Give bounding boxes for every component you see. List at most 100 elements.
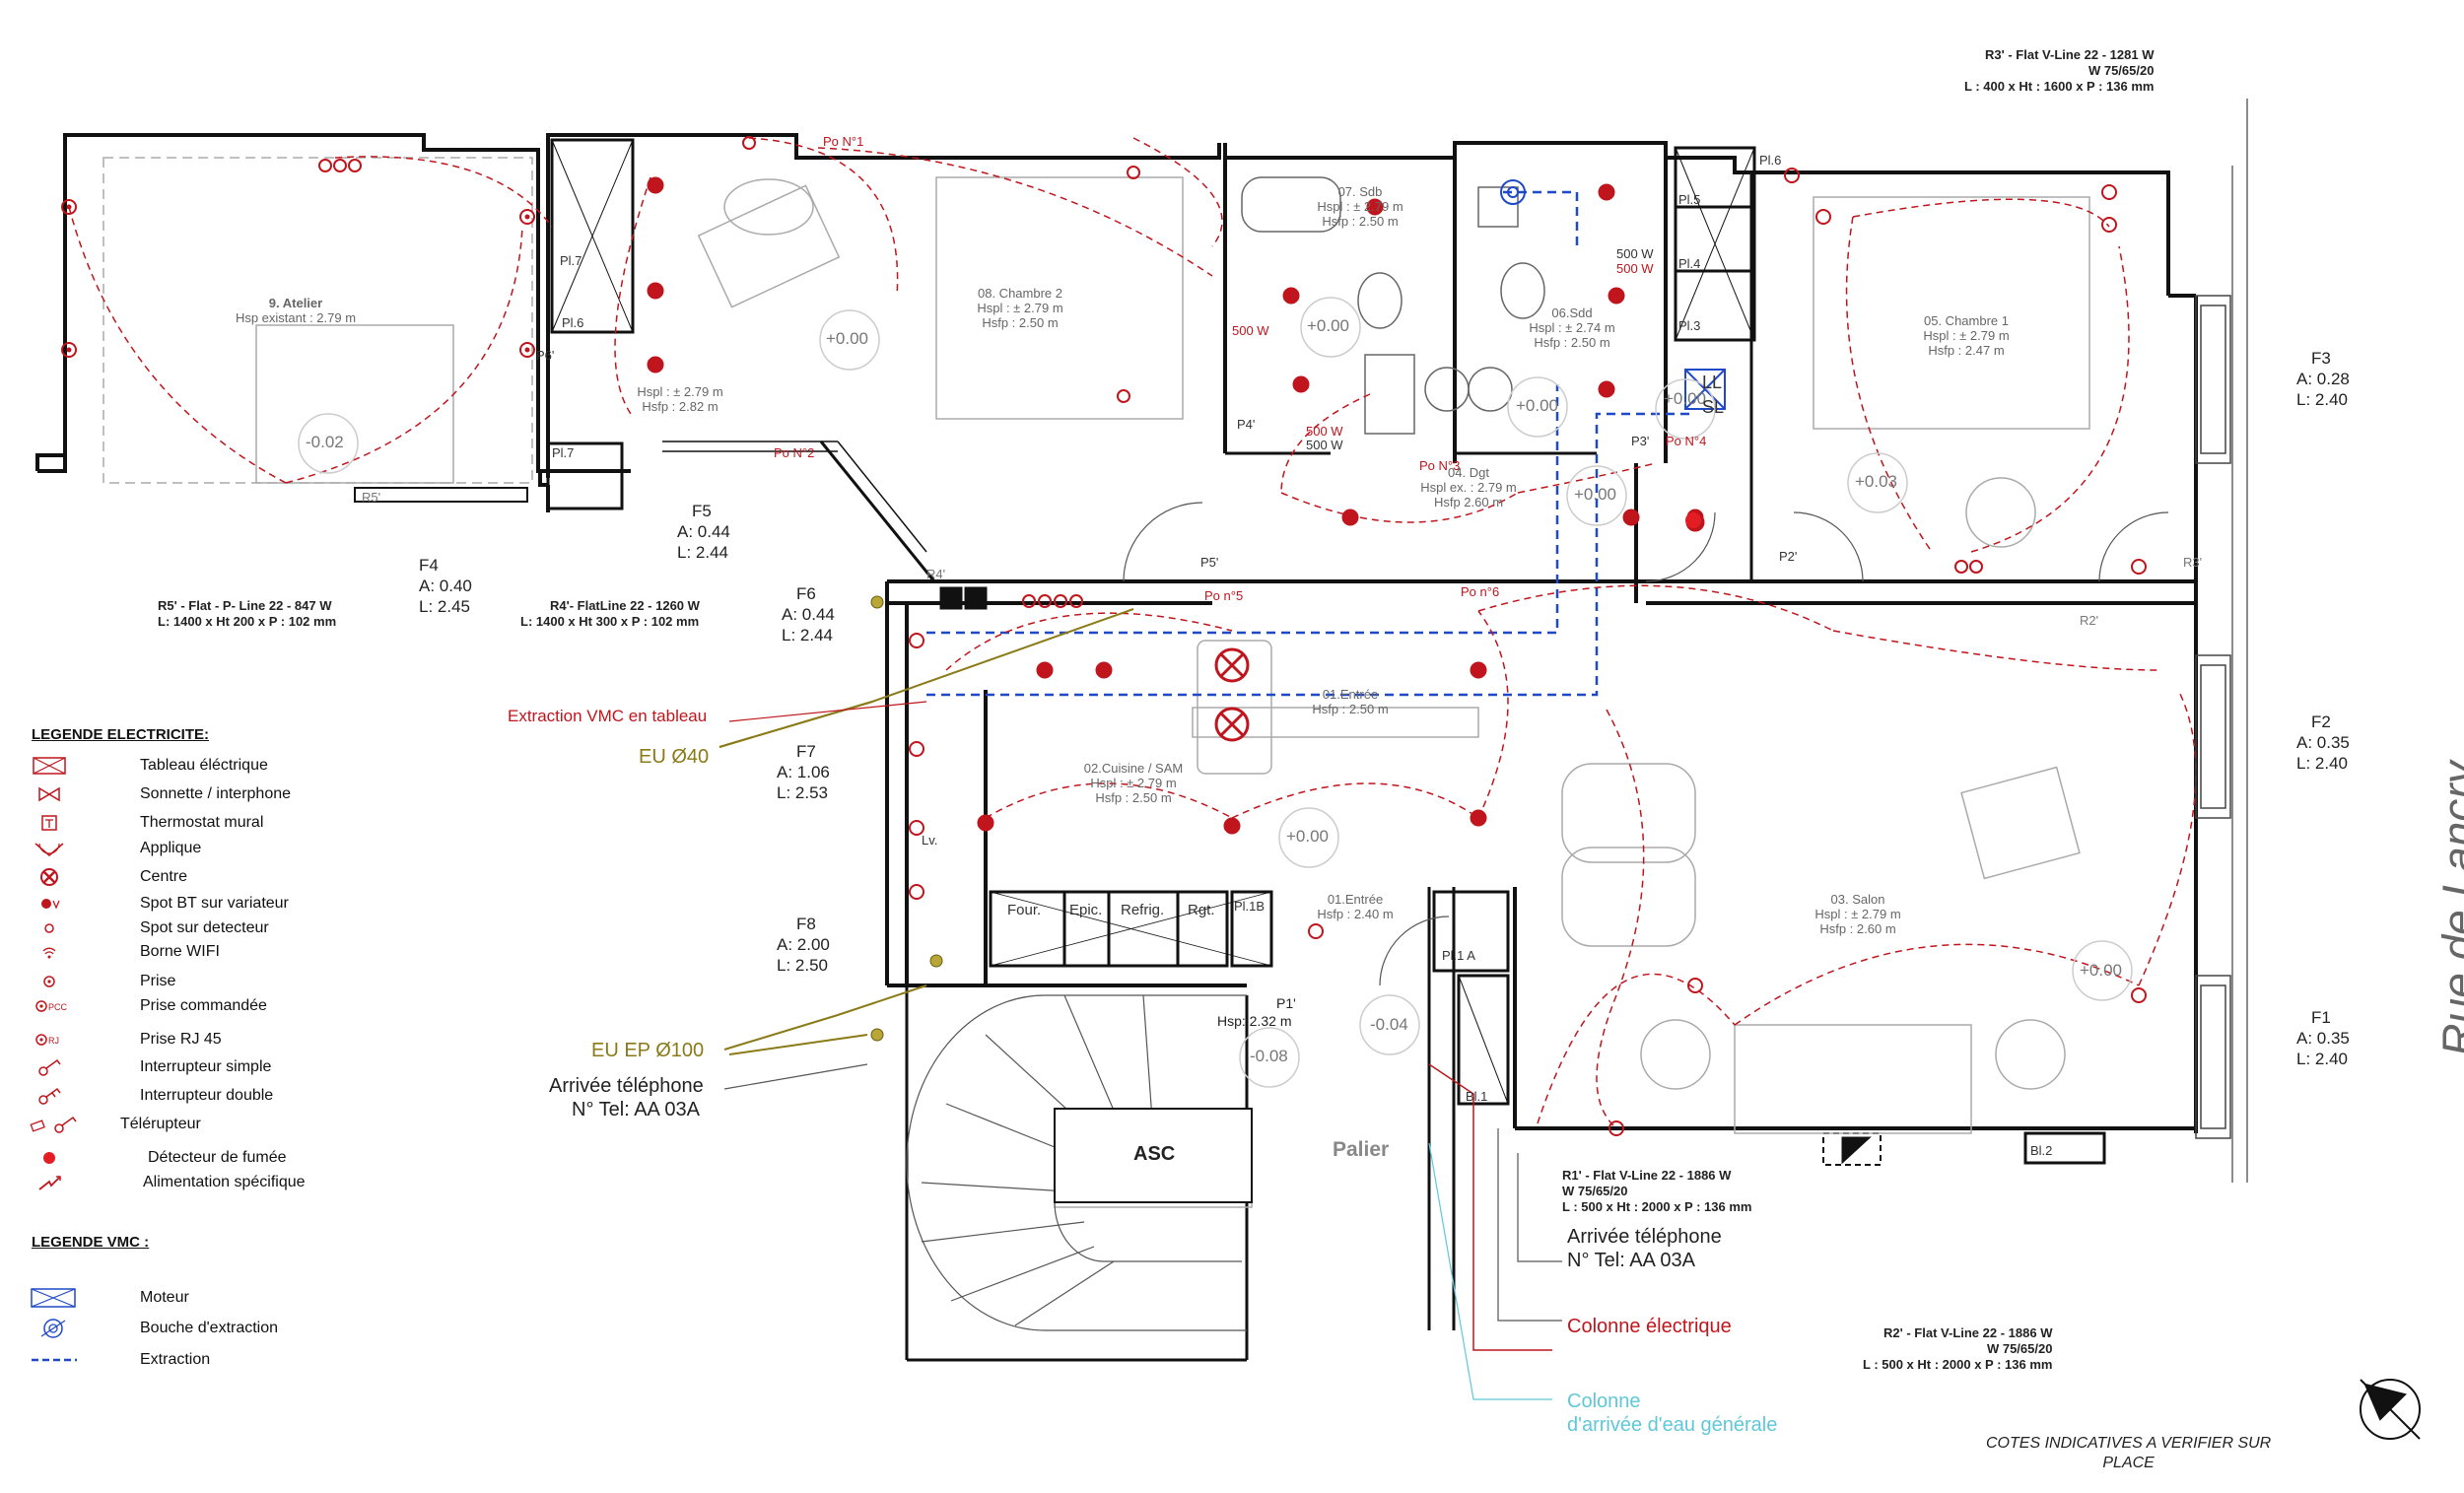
legend-item-spot-detecteur: Spot sur detecteur xyxy=(30,916,269,941)
tel-1-line2: N° Tel: AA 03A xyxy=(572,1099,700,1120)
legend-item-extraction: Extraction xyxy=(30,1347,210,1373)
fixture-sl: SL xyxy=(1702,397,1725,417)
room-name: 03. Salon xyxy=(1830,892,1885,907)
room-height-fp: Hsfp : 2.47 m xyxy=(1928,343,2005,358)
room-sdd: 06.Sdd Hspl : ± 2.74 m Hsfp : 2.50 m xyxy=(1513,305,1631,350)
legend-label: Spot BT sur variateur xyxy=(140,895,289,912)
hsp-line1: Hspl : ± 2.79 m xyxy=(637,384,723,399)
facade-windows xyxy=(2195,99,2248,1183)
diagonal-wall xyxy=(662,441,936,582)
callout-colonne-electrique: Colonne électrique xyxy=(1567,1316,1732,1337)
room-height: Hspl : ± 2.79 m xyxy=(1090,776,1177,790)
window-id: F4 xyxy=(419,556,439,575)
window-id: F3 xyxy=(2311,349,2331,368)
window-area: A: 0.44 xyxy=(782,605,835,624)
prise-commandee-icon: PCC xyxy=(30,995,89,1017)
legend-label: Prise RJ 45 xyxy=(140,1031,222,1048)
legend-label: Sonnette / interphone xyxy=(140,785,292,802)
power-500w-d: 500 W xyxy=(1306,424,1343,439)
callout-telephone-1: Arrivée téléphone N° Tel: AA 03A xyxy=(549,1074,704,1121)
room-name: 08. Chambre 2 xyxy=(978,286,1062,301)
window-f6: F6 A: 0.44 L: 2.44 xyxy=(782,583,835,645)
legend-label: Tableau éléctrique xyxy=(140,757,268,774)
window-length: L: 2.44 xyxy=(677,543,728,562)
room-name: 07. Sdb xyxy=(1337,184,1383,199)
telerupteur-icon xyxy=(30,1114,89,1135)
legend-label: Détecteur de fumée xyxy=(148,1149,287,1166)
elevator-label: ASC xyxy=(1133,1143,1176,1165)
legend-item-wifi: Borne WIFI xyxy=(30,939,220,965)
alimentation-icon xyxy=(30,1172,89,1193)
smoke-detector-icon xyxy=(1685,512,1701,528)
ochre-markers xyxy=(870,595,943,1042)
level-chambre-1: +0.03 xyxy=(1855,472,1898,491)
radiator-r4-label: R4'- FlatLine 22 - 1260 W L: 1400 x Ht 3… xyxy=(520,598,700,630)
window-area: A: 2.00 xyxy=(777,935,830,954)
room-height: Hspl : ± 2.79 m xyxy=(1317,199,1403,214)
room-dgt: 04. Dgt Hspl ex. : 2.79 m Hsfp 2.60 m xyxy=(1400,465,1538,509)
legend-item-thermostat: Thermostat mural xyxy=(30,810,263,836)
prise-rj45-icon: RJ xyxy=(30,1029,89,1051)
room-height-fp: Hsfp : 2.50 m xyxy=(1312,702,1389,716)
fixture-p2: P2' xyxy=(1779,549,1798,564)
fixture-pl6-a: Pl.6 xyxy=(562,315,584,330)
fixture-lv: Lv. xyxy=(922,833,938,848)
legend-item-detecteur-fumee: Détecteur de fumée xyxy=(30,1145,287,1171)
tel-2-line1: Arrivée téléphone xyxy=(1567,1226,1722,1248)
legend-label: Extraction xyxy=(140,1351,211,1368)
legend-electricite-title: LEGENDE ELECTRICITE: xyxy=(32,726,210,743)
power-500w-e: 500 W xyxy=(1306,438,1343,452)
callout-colonne-eau: Colonne d'arrivée d'eau générale xyxy=(1567,1390,1777,1437)
thermostat-icon xyxy=(30,812,89,834)
window-length: L: 2.40 xyxy=(2296,1050,2348,1068)
window-area: A: 0.44 xyxy=(677,522,730,541)
fixture-bl1: Bl.1 xyxy=(1466,1089,1488,1104)
wifi-icon xyxy=(30,941,89,963)
svg-text:PCC: PCC xyxy=(48,1002,68,1012)
room-height: Hspl : ± 2.74 m xyxy=(1529,320,1615,335)
legend-item-interrupteur-double: Interrupteur double xyxy=(30,1083,273,1109)
legend-item-spot-variateur: Spot BT sur variateur xyxy=(30,891,289,916)
po-1: Po N°1 xyxy=(823,134,864,149)
po-4: Po N°4 xyxy=(1666,434,1707,448)
room-name: 06.Sdd xyxy=(1551,305,1593,320)
radiator-r1-line2: W 75/65/20 xyxy=(1562,1184,1628,1198)
legend-label: Thermostat mural xyxy=(140,814,264,831)
hsp-note: Hspl : ± 2.79 m Hsfp : 2.82 m xyxy=(616,384,744,414)
radiator-r5-label: R5' - Flat - P- Line 22 - 847 W L: 1400 … xyxy=(158,598,336,630)
interrupteur-simple-icon xyxy=(30,1056,89,1078)
legend-item-moteur: Moteur xyxy=(30,1285,189,1311)
level-sdb: +0.00 xyxy=(1307,316,1350,335)
radiator-r4-line2: L: 1400 x Ht 300 x P : 102 mm xyxy=(520,614,700,629)
po-6: Po n°6 xyxy=(1461,584,1500,599)
room-cuisine: 02.Cuisine / SAM Hspl : ± 2.79 m Hsfp : … xyxy=(1064,761,1202,805)
callout-extraction-vmc: Extraction VMC en tableau xyxy=(508,707,708,725)
window-area: A: 0.40 xyxy=(419,577,472,595)
electrical-circuits xyxy=(68,137,2197,1129)
fixture-four: Four. xyxy=(1007,902,1042,918)
street-name: Rue de Lancry xyxy=(2432,761,2464,1056)
window-length: L: 2.40 xyxy=(2296,390,2348,409)
callout-telephone-2: Arrivée téléphone N° Tel: AA 03A xyxy=(1567,1225,1722,1272)
room-atelier: 9. Atelier Hsp existant : 2.79 m xyxy=(212,296,379,325)
fixture-p3: P3' xyxy=(1631,434,1650,448)
legend-item-bouche: Bouche d'extraction xyxy=(30,1316,278,1341)
fixture-epic: Epic. xyxy=(1069,902,1103,918)
legend-label: Prise xyxy=(140,973,176,989)
fixture-pl4: Pl.4 xyxy=(1678,256,1701,271)
radiator-r3-line2: W 75/65/20 xyxy=(2088,63,2155,78)
callout-eu-ep-100: EU EP Ø100 xyxy=(591,1040,705,1061)
fixture-pl6-b: Pl.6 xyxy=(1759,153,1782,168)
fixture-pl3: Pl.3 xyxy=(1678,318,1701,333)
level-chambre-2: +0.00 xyxy=(826,329,869,348)
tel-2-line2: N° Tel: AA 03A xyxy=(1567,1250,1695,1271)
window-id: F8 xyxy=(796,915,816,933)
room-height-fp: Hsfp : 2.50 m xyxy=(982,315,1059,330)
applique-icon xyxy=(30,838,89,859)
fixture-pl1a: Pl.1 A xyxy=(1442,948,1475,963)
legend-label: Centre xyxy=(140,868,188,885)
fixture-p6: P6' xyxy=(536,348,555,363)
prise-icon xyxy=(30,971,89,992)
window-area: A: 1.06 xyxy=(777,763,830,781)
leader-lines xyxy=(719,608,1562,1400)
